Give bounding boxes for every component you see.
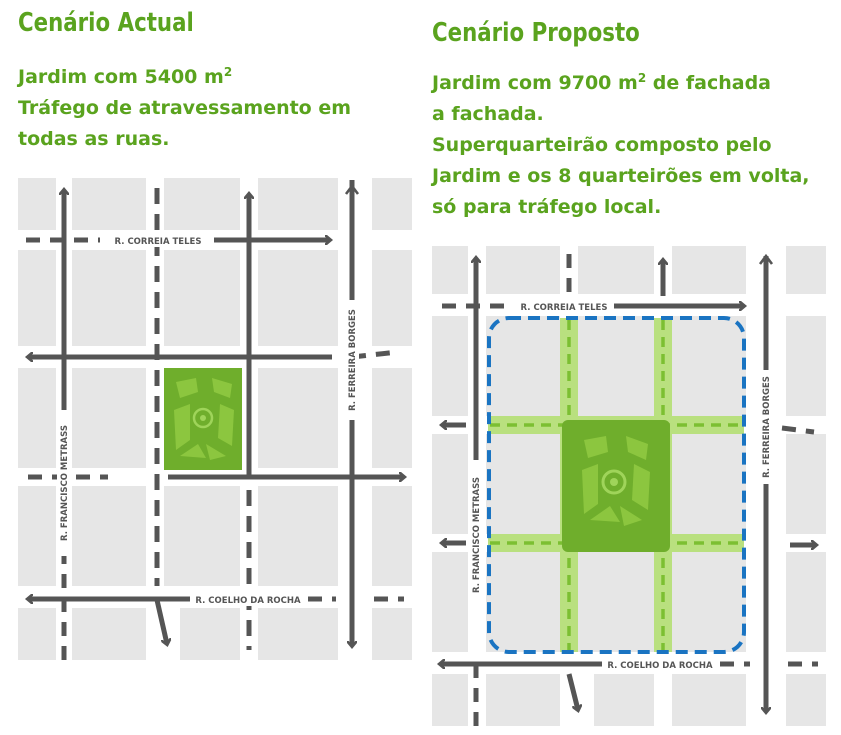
proposed-traffic-arrows — [440, 254, 818, 726]
proposed-scenario-title: Cenário Proposto — [432, 18, 640, 48]
proposed-label-ferreira-borges: R. FERREIRA BORGES — [762, 376, 772, 478]
proposed-garden — [562, 420, 670, 552]
proposed-label-coelho-rocha: R. COELHO DA ROCHA — [607, 661, 713, 671]
current-label-francisco-metrass: R. FRANCISCO METRASS — [60, 425, 70, 541]
proposed-line-5: só para tráfego local. — [432, 196, 662, 218]
current-city-blocks — [18, 178, 412, 660]
proposed-line-2: a fachada. — [432, 103, 544, 125]
proposed-line-3: Superquarteirão composto pelo — [432, 134, 772, 156]
proposed-label-correia-teles: R. CORREIA TELES — [521, 303, 608, 313]
proposed-label-francisco-metrass: R. FRANCISCO METRASS — [472, 477, 482, 593]
current-line-1: Jardim com 5400 m2 — [18, 65, 233, 88]
current-label-correia-teles: R. CORREIA TELES — [115, 237, 202, 247]
current-line-3: todas as ruas. — [18, 128, 170, 150]
proposed-map: R. CORREIA TELES R. COELHO DA ROCHA R. F… — [432, 246, 826, 726]
current-label-coelho-rocha: R. COELHO DA ROCHA — [195, 596, 301, 606]
proposed-line-4: Jardim e os 8 quarteirões em volta, — [432, 165, 810, 187]
current-traffic-arrows — [26, 180, 404, 660]
current-scenario-title: Cenário Actual — [18, 8, 194, 38]
proposed-scenario-description: Jardim com 9700 m2 de fachada a fachada.… — [432, 68, 810, 223]
proposed-line-1: Jardim com 9700 m2 de fachada — [432, 71, 772, 94]
current-line-2: Tráfego de atravessamento em — [18, 97, 352, 119]
current-garden — [164, 368, 242, 470]
current-label-ferreira-borges: R. FERREIRA BORGES — [348, 309, 358, 411]
proposed-city-blocks — [432, 246, 826, 726]
current-map: R. CORREIA TELES R. COELHO DA ROCHA R. F… — [18, 178, 412, 660]
current-scenario-description: Jardim com 5400 m2 Tráfego de atravessam… — [18, 62, 351, 155]
